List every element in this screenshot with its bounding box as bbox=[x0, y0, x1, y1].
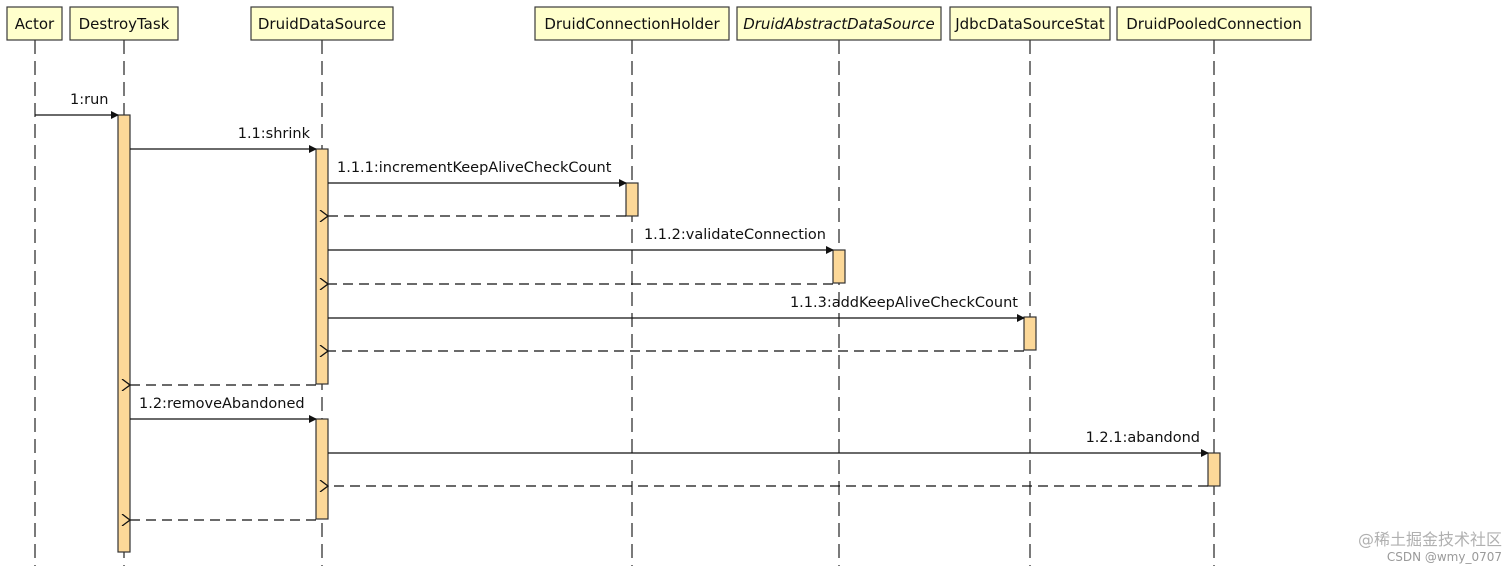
participant-holder: DruidConnectionHolder bbox=[534, 6, 730, 41]
participant-druidds: DruidDataSource bbox=[250, 6, 394, 41]
participant-label: DestroyTask bbox=[79, 15, 170, 33]
participant-box bbox=[1116, 6, 1312, 41]
call-message: 1.1.1:incrementKeepAliveCheckCount bbox=[328, 160, 627, 187]
message-label: 1.1.1:incrementKeepAliveCheckCount bbox=[337, 160, 612, 176]
message-label: 1.2:removeAbandoned bbox=[139, 396, 305, 412]
participant-abstract: DruidAbstractDataSource bbox=[736, 6, 942, 41]
call-message: 1.1.2:validateConnection bbox=[328, 227, 834, 254]
participant-box bbox=[949, 6, 1111, 41]
activation-bar bbox=[1207, 452, 1221, 487]
participant-box bbox=[69, 6, 179, 41]
call-message: 1.1:shrink bbox=[130, 126, 317, 153]
message-label: 1.2.1:abandond bbox=[1086, 430, 1200, 446]
activation-bar bbox=[315, 148, 329, 385]
participant-label: DruidConnectionHolder bbox=[544, 15, 720, 33]
participant-label: DruidDataSource bbox=[258, 15, 386, 33]
participant-destroy: DestroyTask bbox=[69, 6, 179, 41]
participant-box bbox=[534, 6, 730, 41]
activation-bar bbox=[625, 182, 639, 217]
activation-bar bbox=[117, 114, 131, 553]
message-label: 1.1:shrink bbox=[238, 126, 311, 142]
participant-label: DruidPooledConnection bbox=[1126, 15, 1302, 33]
participant-actor: Actor bbox=[6, 6, 63, 41]
activation-bar bbox=[315, 418, 329, 520]
call-message: 1:run bbox=[35, 92, 119, 119]
participant-label: JdbcDataSourceStat bbox=[954, 15, 1105, 33]
participant-box bbox=[6, 6, 63, 41]
message-label: 1.1.2:validateConnection bbox=[644, 227, 826, 243]
watermark-csdn: CSDN @wmy_0707 bbox=[1386, 550, 1502, 564]
message-label: 1:run bbox=[70, 92, 108, 108]
participant-label: Actor bbox=[15, 15, 55, 33]
participant-box bbox=[250, 6, 394, 41]
call-message: 1.2:removeAbandoned bbox=[130, 396, 317, 423]
participant-pooled: DruidPooledConnection bbox=[1116, 6, 1312, 41]
participant-box bbox=[736, 6, 942, 41]
call-message: 1.1.3:addKeepAliveCheckCount bbox=[328, 295, 1025, 322]
participant-label: DruidAbstractDataSource bbox=[743, 15, 935, 33]
activation-bar bbox=[1023, 316, 1037, 351]
message-label: 1.1.3:addKeepAliveCheckCount bbox=[790, 295, 1018, 311]
watermark-juejin: @稀土掘金技术社区 bbox=[1357, 530, 1502, 549]
participant-stat: JdbcDataSourceStat bbox=[949, 6, 1111, 41]
call-message: 1.2.1:abandond bbox=[328, 430, 1209, 457]
activation-bar bbox=[832, 249, 846, 284]
